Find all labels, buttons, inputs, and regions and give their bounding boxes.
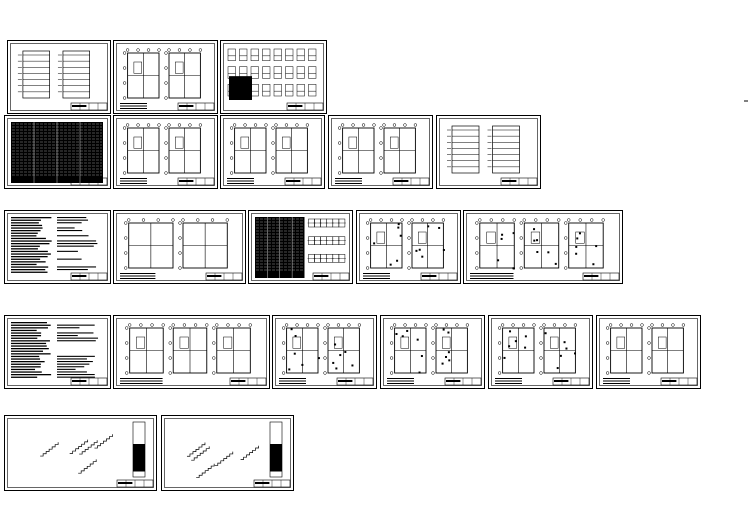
row-1 [7, 40, 327, 114]
title-block [312, 272, 350, 281]
drawing-sheet [248, 210, 353, 284]
title-block [500, 177, 538, 186]
drawing-sheet [113, 210, 246, 284]
row-4 [4, 315, 701, 389]
drawing-sheet [113, 315, 270, 389]
row-5 [4, 415, 294, 491]
sheet-content [40, 421, 146, 478]
sheet-content [11, 322, 99, 378]
title-block [70, 272, 108, 281]
sheet-content [227, 48, 317, 100]
sheet-content [186, 421, 283, 478]
sheet-content [11, 122, 103, 183]
sheet-content [255, 217, 346, 278]
row-2 [4, 115, 541, 189]
sheet-content [120, 323, 252, 384]
drawing-sheet [7, 40, 111, 114]
drawing-sheet [4, 210, 111, 284]
drawing-sheet [113, 40, 218, 114]
title-block [116, 479, 154, 488]
drawing-sheet [436, 115, 541, 189]
drawing-sheet [463, 210, 623, 284]
drawing-sheet [161, 415, 294, 491]
sheet-content [11, 217, 98, 273]
sheet-content [227, 123, 310, 184]
title-block [552, 377, 590, 386]
drawing-sheet [380, 315, 485, 389]
sheet-content [363, 218, 446, 279]
sheet-content [495, 323, 578, 384]
drawing-sheet [272, 315, 377, 389]
drawing-sheet [220, 40, 327, 114]
sheet-content [447, 125, 520, 174]
sheet-content [120, 48, 203, 109]
drawing-sheet [4, 415, 157, 491]
sheet-content [279, 323, 362, 384]
drawing-sheet [113, 115, 218, 189]
sheet-content [17, 50, 91, 99]
title-block [336, 377, 374, 386]
title-block [70, 102, 108, 111]
sheet-content [120, 218, 229, 279]
title-block [420, 272, 458, 281]
title-block [70, 377, 108, 386]
sheet-content [120, 123, 203, 184]
title-block [177, 102, 215, 111]
drawing-sheet [4, 315, 111, 389]
drawing-sheet [4, 115, 111, 189]
title-block [205, 272, 243, 281]
title-block [444, 377, 482, 386]
title-block [229, 377, 267, 386]
title-block [582, 272, 620, 281]
sheet-content [335, 123, 418, 184]
title-block [392, 177, 430, 186]
sheet-content [470, 218, 605, 279]
row-3 [4, 210, 623, 284]
drawing-sheet [220, 115, 325, 189]
sheet-content [603, 323, 686, 384]
title-block [284, 177, 322, 186]
drawing-sheet [328, 115, 433, 189]
drawing-sheet [596, 315, 701, 389]
drawing-sheet [356, 210, 461, 284]
sheet-content [387, 323, 470, 384]
title-block [177, 177, 215, 186]
title-block [253, 479, 291, 488]
title-block [660, 377, 698, 386]
drawing-sheet [488, 315, 593, 389]
title-block [286, 102, 324, 111]
